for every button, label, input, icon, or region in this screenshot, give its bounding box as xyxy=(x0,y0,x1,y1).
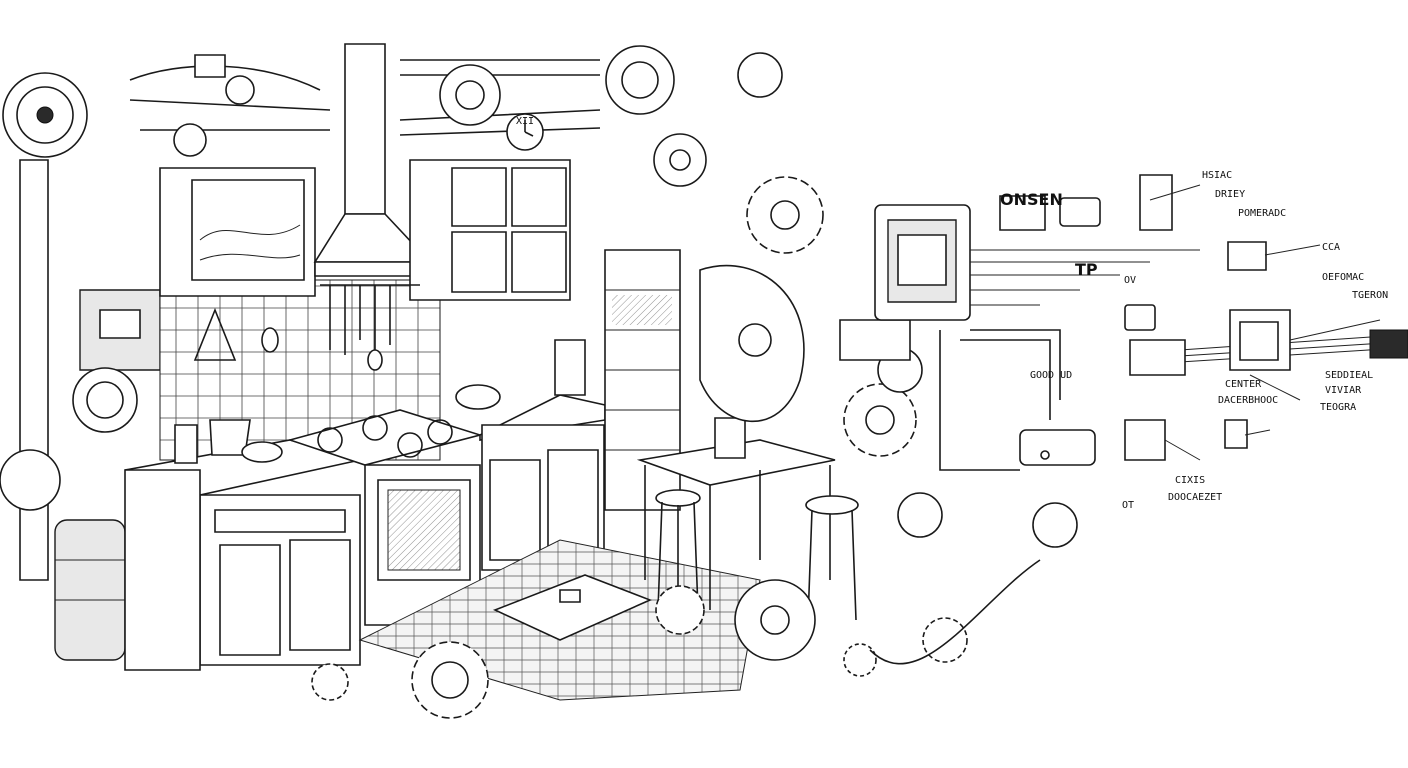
label: TGERON xyxy=(1352,290,1388,301)
label: OV xyxy=(1124,275,1136,286)
stool-left xyxy=(656,490,700,610)
counter-left xyxy=(125,420,360,670)
label: DOOCAEZET xyxy=(1168,492,1222,503)
counter-right xyxy=(456,340,605,570)
clock-label: XII xyxy=(516,116,534,127)
label: CENTER xyxy=(1225,379,1262,390)
left-machinery xyxy=(0,55,330,660)
upper-cabinet-right xyxy=(410,160,570,300)
floor-tray xyxy=(495,575,650,640)
upper-cabinet-left xyxy=(160,168,315,296)
label: OEFOMAC xyxy=(1322,272,1364,283)
label: VIVIAR xyxy=(1325,385,1362,396)
label: DACERBHOOC xyxy=(1218,395,1278,406)
range-hood xyxy=(315,44,435,276)
floor-gears xyxy=(312,560,1040,718)
stove xyxy=(290,410,480,625)
top-pipes xyxy=(400,46,782,186)
table xyxy=(640,418,835,610)
label: TP xyxy=(1075,260,1098,279)
label: TEOGRA xyxy=(1320,402,1356,413)
circuit-labels: HSIAC DRIEY POMERADC CCA OEFOMAC TGERON … xyxy=(1000,170,1388,511)
hanging-utensils xyxy=(195,285,420,370)
label: HSIAC xyxy=(1202,170,1232,181)
circuit-board xyxy=(875,175,1408,547)
label: CCA xyxy=(1322,242,1340,253)
central-machinery xyxy=(700,177,942,537)
label: POMERADC xyxy=(1238,208,1286,219)
label: CIXIS xyxy=(1175,475,1205,486)
label: ONSEN xyxy=(1000,190,1063,209)
label: DRIEY xyxy=(1215,189,1245,200)
wall-clock: XII xyxy=(507,114,543,150)
label: SEDDIEAL xyxy=(1325,370,1373,381)
label: GOOD UD xyxy=(1030,370,1072,381)
label: OT xyxy=(1122,500,1134,511)
stool-right xyxy=(806,496,858,620)
